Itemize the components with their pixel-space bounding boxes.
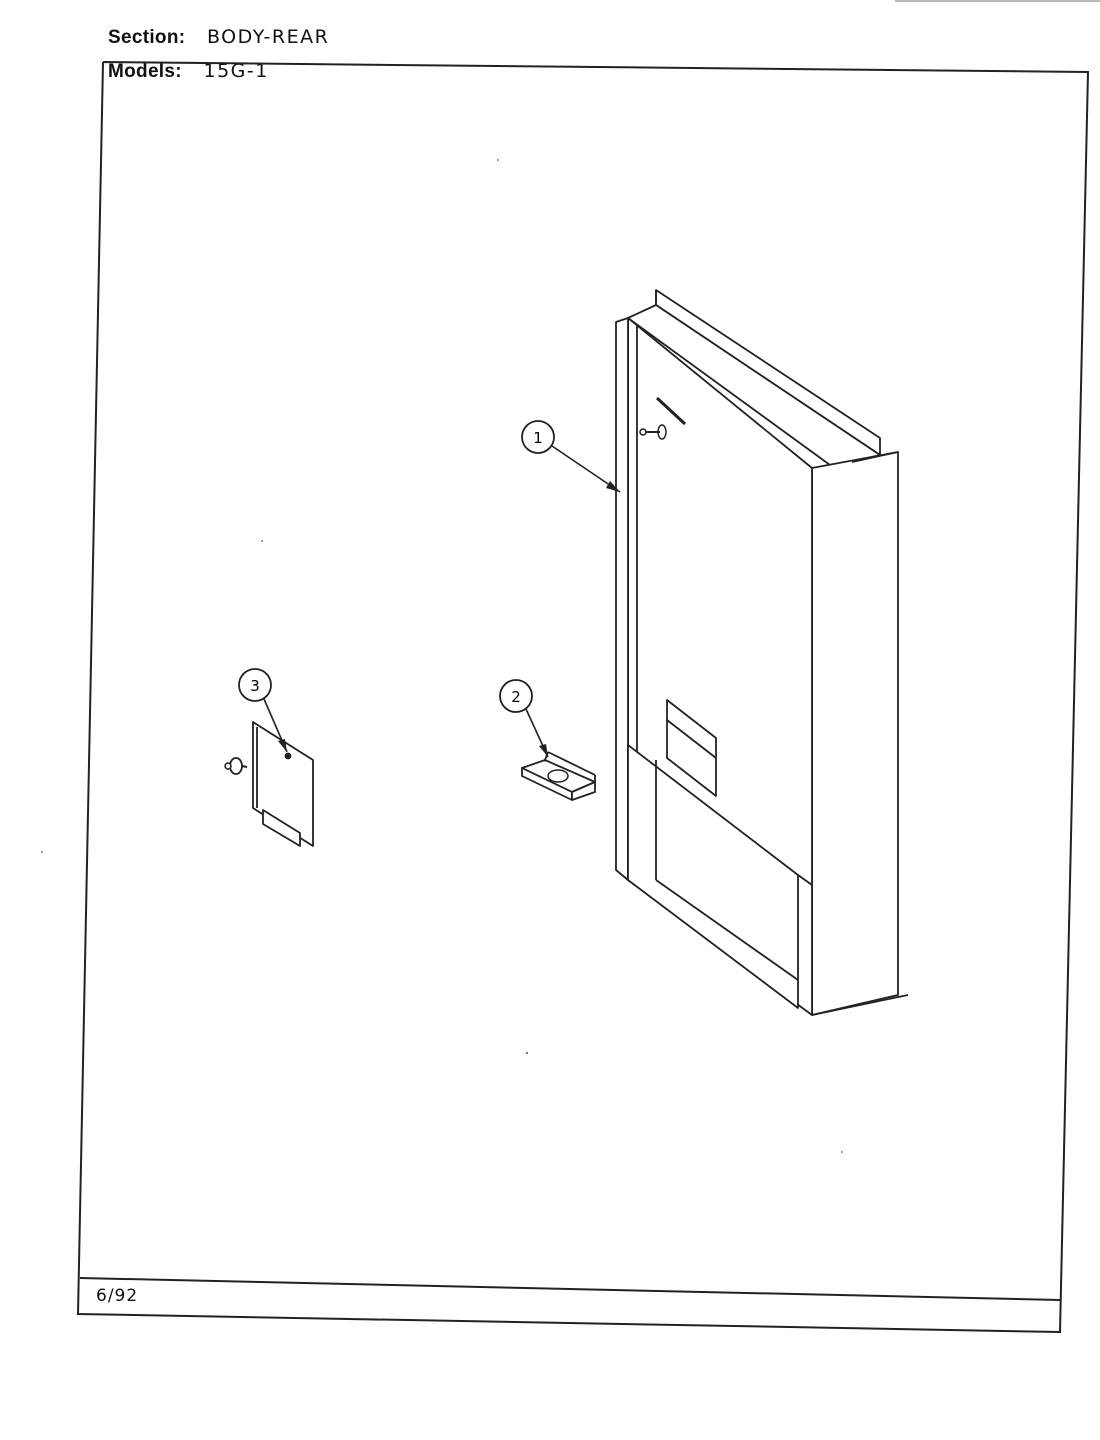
models-label: Models: (108, 61, 182, 82)
callout-1: 1 (521, 420, 621, 493)
models-value: 15G-1 (203, 60, 269, 82)
callout-2-arrowhead (539, 744, 548, 757)
callout-3-circle (238, 668, 272, 702)
section-header: Section: BODY-REAR (108, 26, 329, 49)
callout-3: 3 (238, 668, 288, 753)
callout-1-arrowhead (606, 481, 620, 492)
scan-specks (41, 159, 843, 1153)
bracket-part (521, 751, 596, 801)
callout-1-circle (521, 420, 555, 454)
callout-2-circle (499, 679, 533, 713)
models-header: Models: 15G-1 (108, 60, 269, 83)
cover-plate-part (224, 721, 314, 847)
callout-1-label: 1 (533, 429, 543, 447)
section-value: BODY-REAR (206, 26, 330, 48)
callout-3-label: 3 (250, 677, 260, 695)
callout-2: 2 (499, 679, 549, 758)
revision-date: 6/92 (96, 1286, 139, 1306)
rear-body-panel (615, 289, 909, 1016)
top-edge-rule (895, 0, 1100, 2)
diagram-frame (76, 61, 1090, 1334)
callout-2-label: 2 (511, 688, 521, 706)
section-label: Section: (108, 27, 186, 48)
callout-3-arrowhead (278, 739, 287, 752)
